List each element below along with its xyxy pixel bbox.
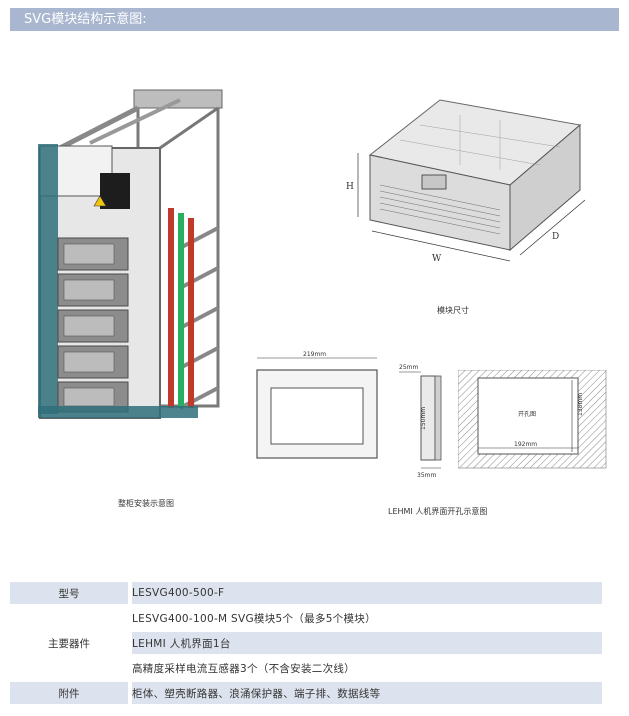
- hmi-cutout-height-label: 138mm: [577, 393, 584, 416]
- hmi-cutout-width-label: 192mm: [514, 441, 537, 448]
- hmi-width-label: 219mm: [303, 351, 326, 358]
- hmi-height-label: 150mm: [420, 407, 427, 430]
- section-header: SVG模块结构示意图:: [10, 8, 619, 31]
- hmi-depth-top-label: 25mm: [399, 364, 418, 371]
- section-title: SVG模块结构示意图:: [24, 12, 147, 27]
- module-dim-w: W: [432, 254, 442, 264]
- spec-row-components-2: LEHMI 人机界面1台: [10, 632, 602, 654]
- cabinet-caption: 整柜安装示意图: [118, 499, 174, 508]
- spec-row-label: 主要器件: [48, 637, 90, 650]
- spec-table: 型号 LESVG400-500-F 主要器件 LESVG400-100-M SV…: [10, 579, 602, 707]
- spec-row-label: 型号: [10, 582, 128, 604]
- hmi-front-view: 219mm: [256, 351, 378, 459]
- spec-row-components-1: 主要器件 LESVG400-100-M SVG模块5个（最多5个模块）: [10, 607, 602, 650]
- hmi-caption: LEHMI 人机界面开孔示意图: [388, 507, 488, 516]
- module-dim-d: D: [552, 232, 559, 242]
- module-dim-h: H: [346, 182, 354, 192]
- spec-row-value: LESVG400-500-F: [132, 582, 602, 604]
- spec-row-accessories: 附件 柜体、塑壳断路器、浪涌保护器、端子排、数据线等: [10, 682, 602, 704]
- spec-row-value: LESVG400-100-M SVG模块5个（最多5个模块）: [132, 612, 376, 625]
- hmi-cutout-label: 开孔图: [518, 410, 536, 418]
- module-illustration: H W D: [346, 99, 585, 264]
- hmi-side-view: 25mm 150mm 35mm: [399, 364, 442, 479]
- spec-row-value: LEHMI 人机界面1台: [132, 632, 602, 654]
- spec-row-components-3: 高精度采样电流互感器3个（不含安装二次线）: [10, 657, 602, 679]
- cabinet-illustration: [38, 89, 223, 419]
- spec-row-label: 附件: [10, 682, 128, 704]
- hmi-depth-bottom-label: 35mm: [417, 472, 436, 479]
- module-caption: 模块尺寸: [437, 306, 469, 315]
- spec-row-value: 高精度采样电流互感器3个（不含安装二次线）: [132, 662, 355, 675]
- hmi-cutout-view: 开孔图 192mm 138mm: [458, 370, 607, 469]
- spec-row-model: 型号 LESVG400-500-F: [10, 582, 602, 604]
- spec-row-value: 柜体、塑壳断路器、浪涌保护器、端子排、数据线等: [132, 682, 602, 704]
